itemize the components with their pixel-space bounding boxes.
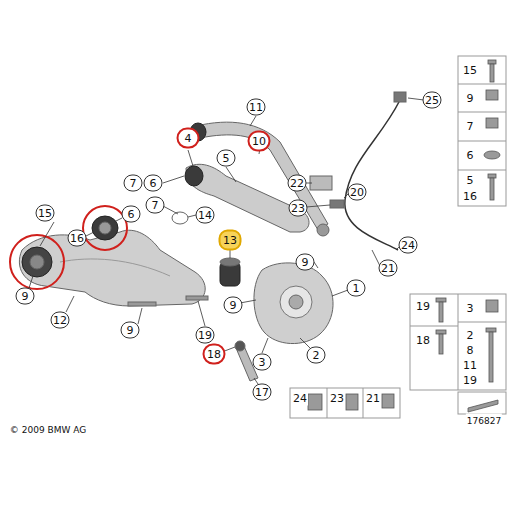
callout-number: 5 bbox=[217, 150, 236, 167]
table-cell: 8 bbox=[466, 343, 475, 358]
callout-number: 11 bbox=[247, 99, 266, 116]
callout-number: 3 bbox=[253, 354, 272, 371]
callout-number: 9 bbox=[121, 322, 140, 339]
table-cell: 3 bbox=[466, 301, 475, 316]
table-cell: 24 bbox=[292, 391, 308, 406]
note-text: 176827 bbox=[466, 414, 502, 429]
callout-number: 22 bbox=[288, 175, 307, 192]
table-cell: 19 bbox=[462, 373, 478, 388]
callout-number: 6 bbox=[144, 175, 163, 192]
callout-number: 4 bbox=[177, 128, 200, 149]
callout-number: 17 bbox=[253, 384, 272, 401]
callout-number: 9 bbox=[16, 288, 35, 305]
callout-number: 1 bbox=[347, 280, 366, 297]
callout-number: 24 bbox=[399, 237, 418, 254]
table-cell: 11 bbox=[462, 358, 478, 373]
table-cell: 23 bbox=[329, 391, 345, 406]
callout-number: 19 bbox=[196, 327, 215, 344]
callout-number: 9 bbox=[296, 254, 315, 271]
callout-number: 7 bbox=[146, 197, 165, 214]
callout-number: 15 bbox=[36, 205, 55, 222]
callout-number: 18 bbox=[203, 344, 226, 365]
callout-number: 23 bbox=[289, 200, 308, 217]
table-cell: 2 bbox=[466, 328, 475, 343]
callout-number: 14 bbox=[196, 207, 215, 224]
table-cell: 9 bbox=[466, 91, 475, 106]
callout-number: 9 bbox=[224, 297, 243, 314]
callout-number: 21 bbox=[379, 260, 398, 277]
callout-number: 12 bbox=[51, 312, 70, 329]
table-cell: 16 bbox=[462, 189, 478, 204]
callout-number: 10 bbox=[248, 131, 271, 152]
callout-number: 16 bbox=[68, 230, 87, 247]
table-cell: 15 bbox=[462, 63, 478, 78]
table-cell: 7 bbox=[466, 119, 475, 134]
callout-number: 13 bbox=[219, 230, 242, 251]
table-cell: 18 bbox=[415, 333, 431, 348]
callout-number: 7 bbox=[124, 175, 143, 192]
callout-number: 2 bbox=[307, 347, 326, 364]
note-text: © 2009 BMW AG bbox=[9, 423, 87, 438]
table-cell: 19 bbox=[415, 299, 431, 314]
table-cell: 21 bbox=[365, 391, 381, 406]
table-cell: 6 bbox=[466, 148, 475, 163]
callout-number: 25 bbox=[423, 92, 442, 109]
callout-number: 6 bbox=[122, 206, 141, 223]
table-cell: 5 bbox=[466, 173, 475, 188]
callout-number: 20 bbox=[348, 184, 367, 201]
